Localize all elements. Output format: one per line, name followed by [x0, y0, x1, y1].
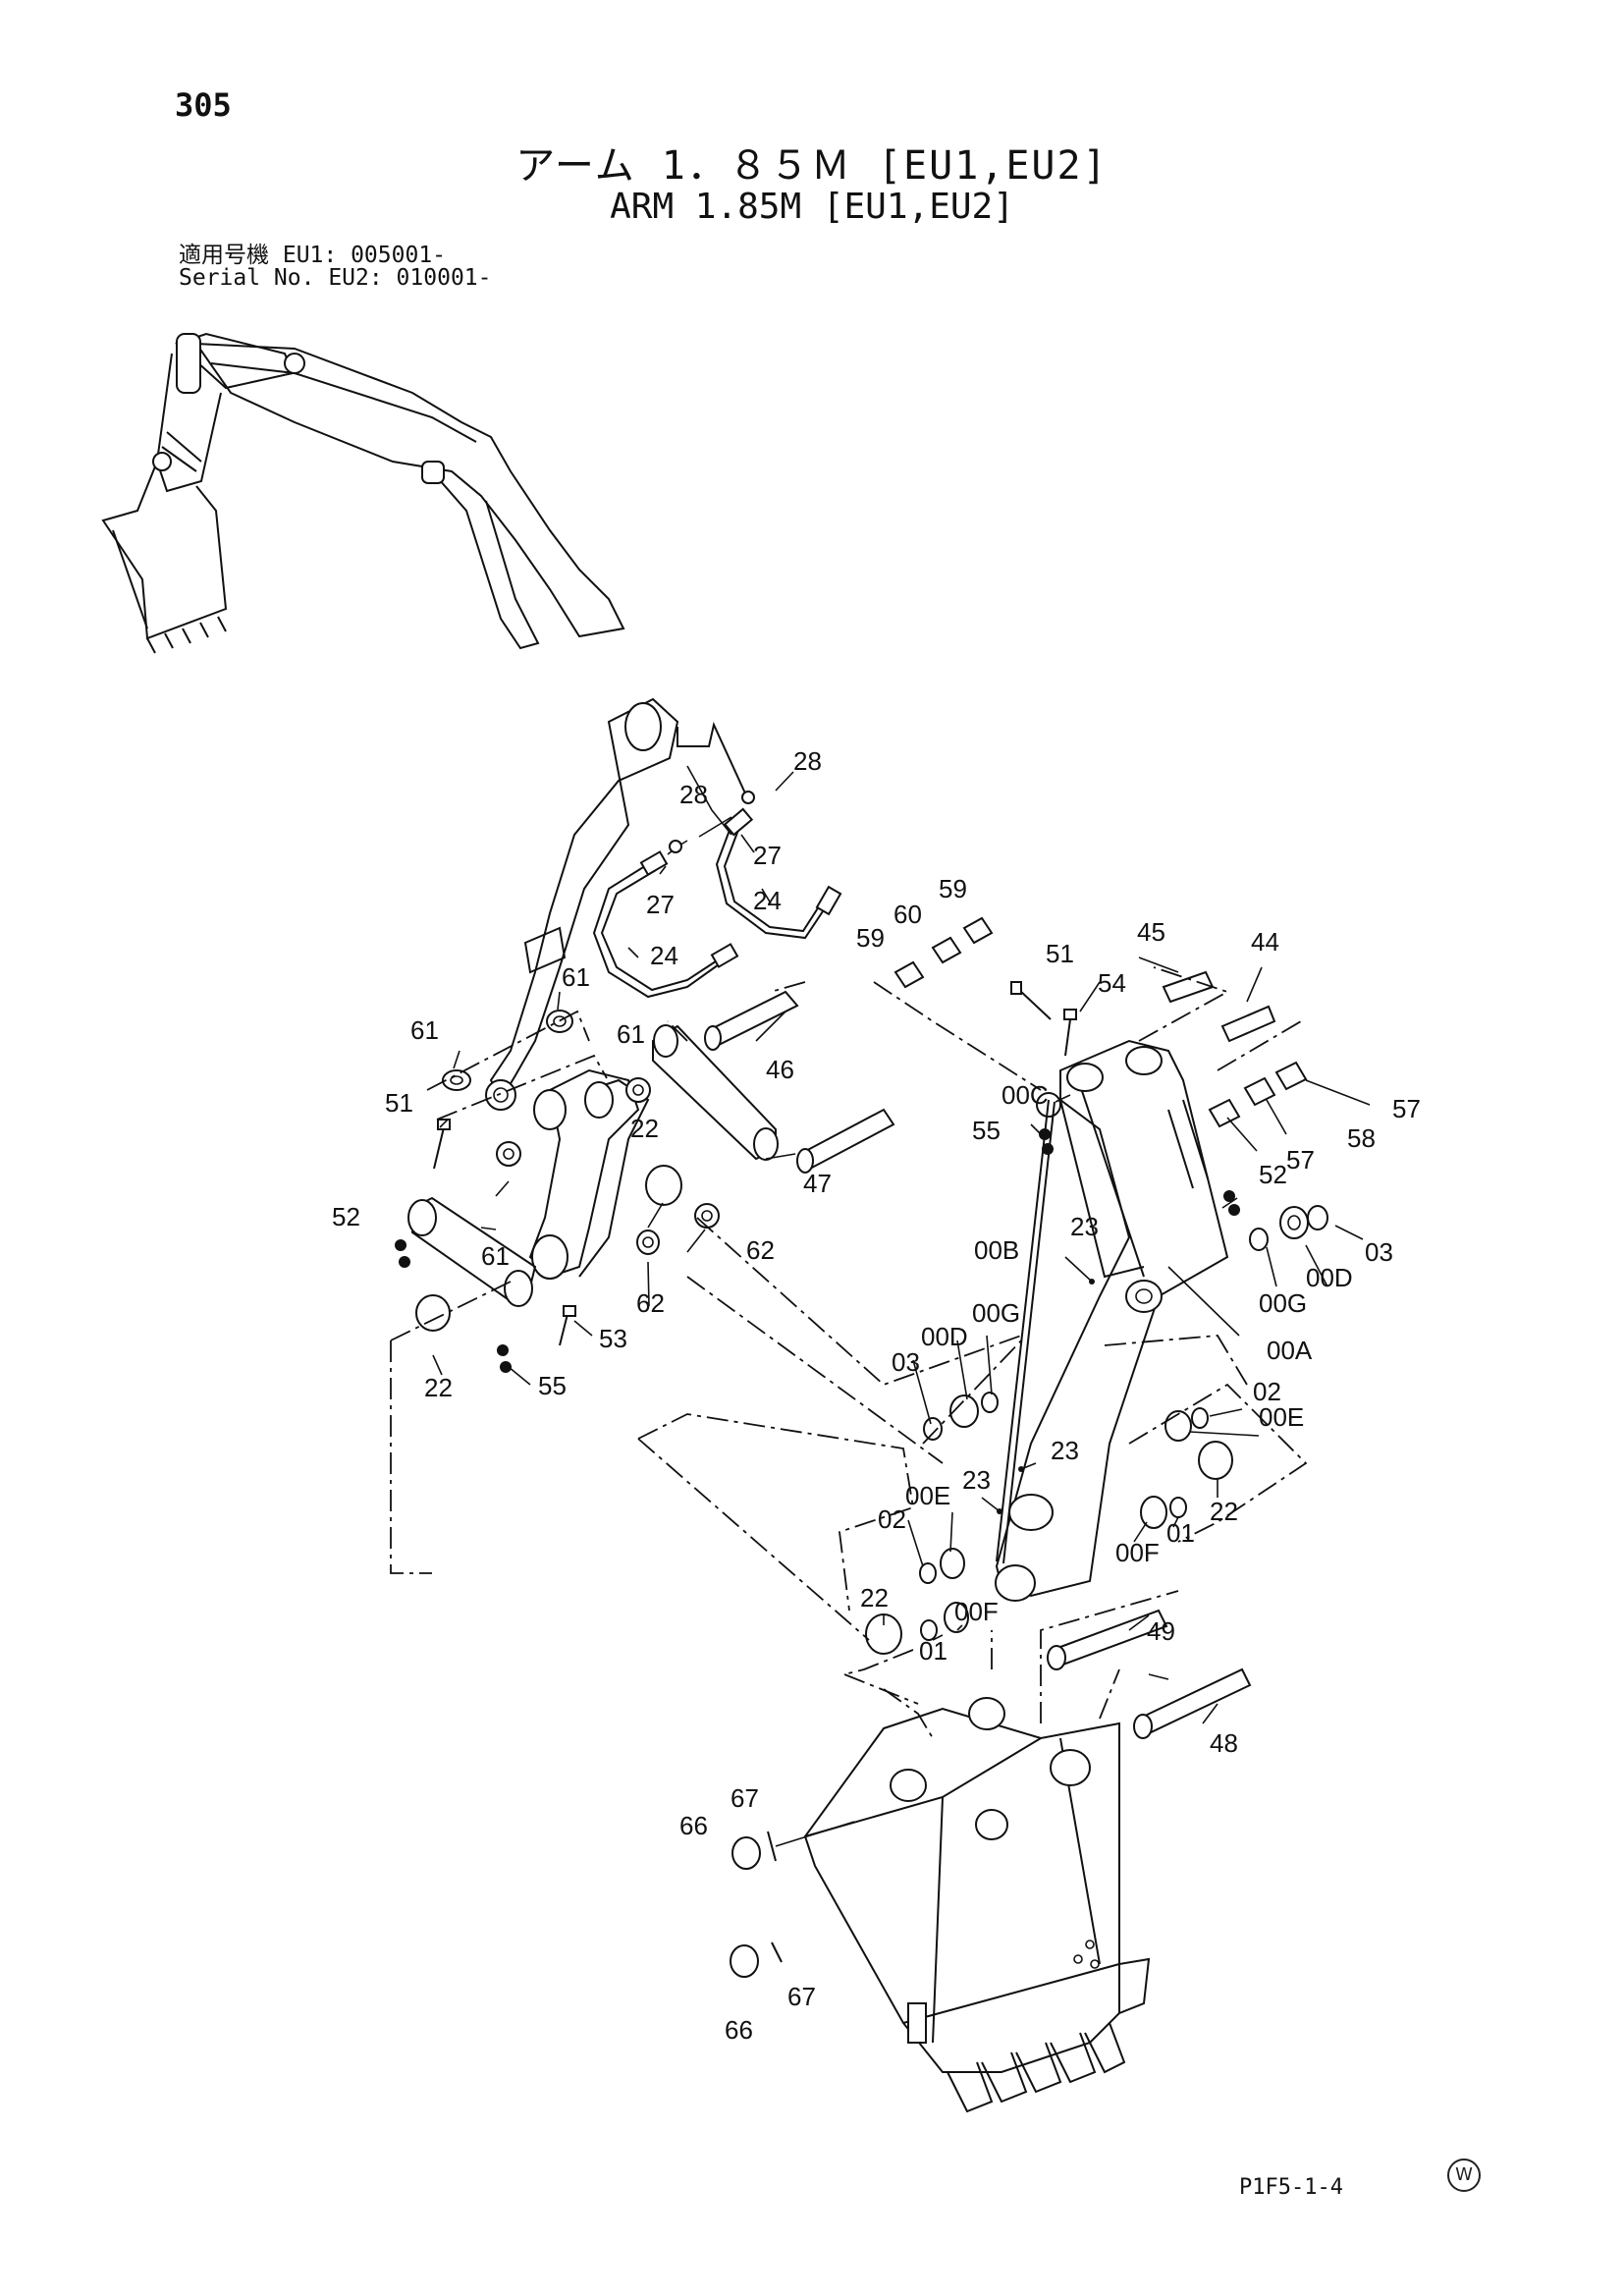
callout-label: 24 [753, 886, 782, 915]
callout-label: 00G [1259, 1288, 1307, 1318]
callout-label: 22 [630, 1114, 659, 1143]
watermark-w-mark: W [1447, 2159, 1481, 2192]
callout-label: 03 [892, 1347, 920, 1377]
callout-label: 28 [793, 746, 822, 776]
bolts-and-nuts [395, 981, 1240, 1514]
callout-label: 23 [1051, 1436, 1079, 1465]
callout-label: 23 [962, 1465, 991, 1495]
callout-label: 61 [481, 1241, 510, 1271]
callout-label: 22 [424, 1373, 453, 1402]
callout-label: 59 [939, 874, 967, 903]
callout-label: 27 [646, 890, 675, 919]
callout-label: 44 [1251, 927, 1279, 957]
serial-range-english: Serial No. EU2: 010001- [179, 265, 492, 291]
callout-label: 22 [1210, 1497, 1238, 1526]
callout-label: 47 [803, 1169, 832, 1198]
hydraulic-hoses [592, 791, 842, 999]
callout-label: 02 [1253, 1377, 1281, 1406]
callout-label: 27 [753, 841, 782, 870]
callout-label: 60 [893, 900, 922, 929]
callout-label: 45 [1137, 917, 1165, 947]
callout-label: 00F [954, 1597, 999, 1626]
callout-label: 22 [860, 1583, 889, 1613]
callout-label: 01 [919, 1636, 947, 1666]
callout-label: 00D [921, 1322, 968, 1351]
callout-label: 48 [1210, 1728, 1238, 1758]
cotter-pins [767, 1831, 783, 1963]
callout-label: 24 [650, 941, 678, 970]
callout-label: 00D [1306, 1263, 1353, 1292]
callout-label: 52 [1259, 1160, 1287, 1189]
arm-links [407, 1024, 779, 1307]
callout-label: 53 [599, 1324, 627, 1353]
excavator-overview-illustration [101, 332, 625, 654]
callout-label: 57 [1286, 1145, 1315, 1175]
callout-label: 54 [1098, 968, 1126, 998]
callout-label: 61 [562, 962, 590, 992]
page-number: 305 [175, 86, 232, 124]
callout-label: 59 [856, 923, 885, 953]
callout-label: 61 [410, 1015, 439, 1045]
callout-label: 28 [679, 780, 708, 809]
callout-label: 66 [679, 1811, 708, 1840]
callout-label: 62 [746, 1235, 775, 1265]
callout-label: 00B [974, 1235, 1019, 1265]
callout-label: 51 [1046, 939, 1074, 968]
callout-label: 00C [1001, 1080, 1049, 1110]
callout-label: 61 [617, 1019, 645, 1049]
callout-label: 00E [905, 1481, 950, 1510]
callout-label: 00G [972, 1298, 1020, 1328]
callout-label: 55 [972, 1116, 1001, 1145]
callout-label: 67 [787, 1982, 816, 2011]
callout-label: 51 [385, 1088, 413, 1118]
assembly-guide-lines [390, 966, 1308, 1739]
callout-label: 62 [636, 1288, 665, 1318]
callout-label: 00E [1259, 1402, 1304, 1432]
callout-label: 57 [1392, 1094, 1421, 1123]
leader-lines [432, 771, 1371, 1847]
callout-label: 02 [878, 1504, 906, 1534]
callout-label: 00F [1115, 1538, 1160, 1567]
callout-label: 00A [1267, 1336, 1313, 1365]
callout-label: 52 [332, 1202, 360, 1231]
callout-label: 03 [1365, 1237, 1393, 1267]
arm-cylinder-assembly [485, 697, 747, 1111]
callout-label: 58 [1347, 1123, 1376, 1153]
serial-range-japanese: 適用号機 EU1: 005001- [179, 243, 447, 268]
figure-code: P1F5-1-4 [1239, 2175, 1343, 2200]
bucket [803, 1697, 1151, 2113]
callout-label: 46 [766, 1055, 794, 1084]
washers-and-seals [415, 916, 1308, 1978]
callout-label: 66 [725, 2015, 753, 2045]
page-title-japanese: アーム 1．８５Ｍ [EU1,EU2] [515, 143, 1109, 189]
callout-label: 01 [1166, 1518, 1195, 1548]
callout-label: 67 [731, 1783, 759, 1813]
page-title-english: ARM 1.85M [EU1,EU2] [610, 187, 1014, 227]
callout-label: 23 [1070, 1212, 1099, 1241]
callout-labels: 28 28 27 27 24 24 61 61 61 61 46 47 22 2… [332, 746, 1421, 2045]
arm-body [995, 1039, 1229, 1602]
callout-label: 55 [538, 1371, 567, 1400]
callout-label: 49 [1147, 1616, 1175, 1646]
